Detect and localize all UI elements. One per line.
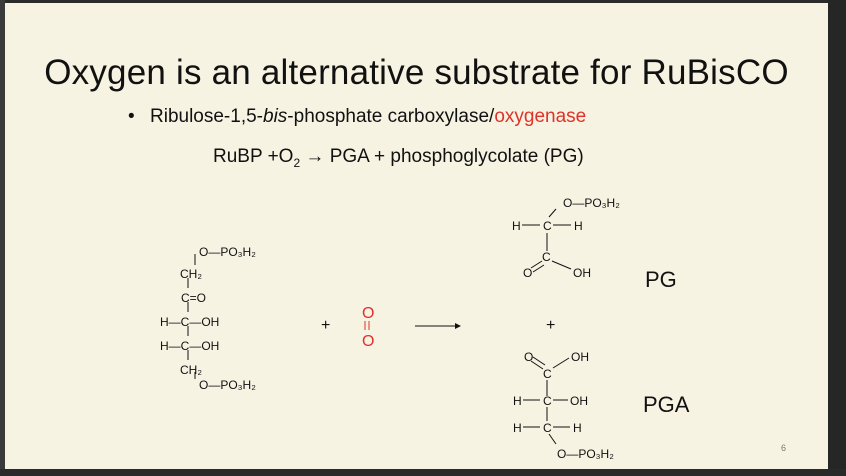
pg-double-bond <box>530 260 543 269</box>
window-top-bar <box>0 0 846 3</box>
reaction-equation: RuBP +O2 → PGA + phosphoglycolate (PG) <box>213 146 584 170</box>
pga-double-bond <box>530 360 544 370</box>
pga-carbon-top: C <box>543 367 552 381</box>
pga-hydroxyl-mid: OH <box>570 394 588 408</box>
window-left-edge <box>0 0 5 476</box>
pga-oxygen: O <box>524 350 533 364</box>
rubp-choh-1: H—C—OH <box>160 315 219 329</box>
bullet-middle: -phosphate carboxylase/ <box>287 106 495 127</box>
rubp-choh-2: H—C—OH <box>160 339 219 353</box>
rubp-phosphate-top: O—PO₃H₂ <box>199 245 256 259</box>
pg-bond <box>551 260 572 270</box>
pg-label: PG <box>645 267 677 292</box>
rubp-carbonyl: C=O <box>181 291 206 305</box>
pg-h-left: H <box>512 219 521 233</box>
pga-bond <box>552 357 570 369</box>
chemical-structures: O—PO₃H₂ CH₂ C=O H—C—OH H—C—OH CH₂ O—PO₃H… <box>160 196 620 461</box>
reaction-arrowhead <box>455 323 461 329</box>
equation-part1: RuBP +O <box>213 146 294 167</box>
equation-part2: → PGA + phosphoglycolate (PG) <box>300 146 584 167</box>
oxygen-atom-1: O <box>362 305 374 322</box>
equation-subscript: 2 <box>293 155 301 170</box>
window-scrollbar-region[interactable] <box>828 0 846 476</box>
plus-sign-products: + <box>546 317 556 334</box>
pga-h-1: H <box>513 394 522 408</box>
bullet-icon: • <box>128 106 135 127</box>
rubp-ch2-bottom: CH₂ <box>180 363 202 377</box>
bullet-highlight: oxygenase <box>494 106 587 127</box>
pga-carbon-low: C <box>543 421 552 435</box>
bullet-point: • Ribulose-1,5-bis-phosphate carboxylase/… <box>128 106 586 128</box>
pg-carbon: C <box>543 219 552 233</box>
pg-hydroxyl: OH <box>573 266 591 280</box>
pga-h-2: H <box>513 421 522 435</box>
pg-oxygen: O <box>523 266 532 280</box>
pg-carboxyl-carbon: C <box>542 250 551 264</box>
pg-bond <box>548 208 557 218</box>
window-bottom-bar <box>0 469 846 476</box>
page-number: 6 <box>781 443 787 453</box>
pga-label: PGA <box>643 392 690 417</box>
presentation-slide: Oxygen is an alternative substrate for R… <box>5 3 828 469</box>
bullet-prefix: Ribulose-1,5- <box>150 106 263 127</box>
oxygen-atom-2: O <box>362 333 374 350</box>
slide-title: Oxygen is an alternative substrate for R… <box>44 53 789 92</box>
pga-double-bond <box>532 356 546 366</box>
pga-h-3: H <box>573 421 582 435</box>
pg-h-right: H <box>574 219 583 233</box>
pg-phosphate: O—PO₃H₂ <box>563 196 620 210</box>
pg-double-bond <box>532 264 545 273</box>
plus-sign-reactants: + <box>321 317 331 334</box>
pga-bond <box>548 433 557 445</box>
rubp-ch2-top: CH₂ <box>180 267 202 281</box>
pga-carbon-mid: C <box>543 394 552 408</box>
pga-hydroxyl-top: OH <box>571 350 589 364</box>
rubp-phosphate-bottom: O—PO₃H₂ <box>199 378 256 392</box>
pga-phosphate: O—PO₃H₂ <box>557 447 614 461</box>
bullet-italic: bis <box>263 106 288 127</box>
rubp-structure <box>187 254 196 379</box>
